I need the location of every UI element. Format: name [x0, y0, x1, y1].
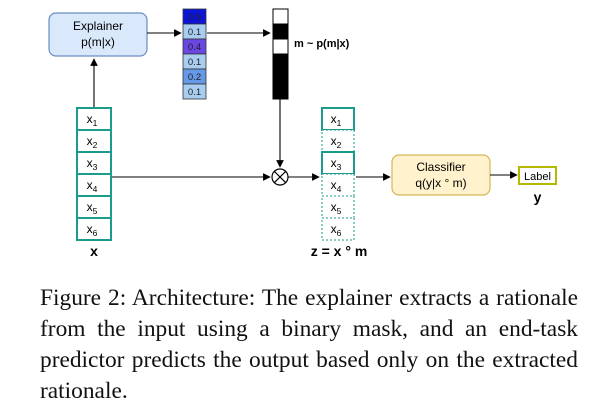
token-subscript: 5 — [337, 206, 342, 216]
token-text: x3 — [87, 156, 98, 172]
token-subscript: 4 — [337, 184, 342, 194]
token-subscript: 5 — [93, 206, 98, 216]
arrows — [90, 29, 518, 181]
token-text: x2 — [331, 134, 342, 150]
token-subscript: 1 — [337, 118, 342, 128]
token-base: x — [87, 222, 93, 236]
probability-value: 0.2 — [188, 72, 201, 83]
token-text: x1 — [331, 112, 342, 128]
token-subscript: 1 — [93, 118, 98, 128]
token-text: x6 — [331, 222, 342, 238]
sampled-mask — [272, 8, 289, 100]
token-text: x4 — [87, 178, 98, 194]
mask-cell — [272, 53, 289, 70]
token-subscript: 3 — [93, 162, 98, 172]
mask-cell — [272, 83, 289, 100]
figure-caption: Figure 2: Architecture: The explainer ex… — [40, 285, 578, 404]
output-box-label: Label — [524, 171, 551, 183]
output-node: Label — [518, 166, 557, 185]
token-base: x — [87, 112, 93, 126]
token-base: x — [87, 134, 93, 148]
classifier-distribution: q(y|x ° m) — [415, 176, 466, 190]
multiply-operator — [271, 168, 289, 186]
token-text: x5 — [87, 200, 98, 216]
token-base: x — [331, 200, 337, 214]
token-base: x — [87, 156, 93, 170]
token-subscript: 6 — [93, 228, 98, 238]
token-subscript: 3 — [337, 162, 342, 172]
token-text: x1 — [87, 112, 98, 128]
token-subscript: 4 — [93, 184, 98, 194]
token-text: x2 — [87, 134, 98, 150]
architecture-diagram: Explainer p(m|x) 0.9 0.1 0.4 0.1 0.2 0.1 m ~ … — [48, 8, 557, 259]
explainer-distribution: p(m|x) — [81, 35, 115, 49]
token-subscript: 2 — [337, 140, 342, 150]
output-label: y — [534, 189, 542, 205]
token-base: x — [331, 112, 337, 126]
mask-cell — [272, 8, 289, 25]
input-token — [76, 217, 112, 241]
rationale-label: z = x ° m — [311, 243, 368, 259]
mask-cell — [272, 23, 289, 40]
input-label: x — [90, 243, 98, 259]
classifier-node: Classifier q(y|x ° m) — [391, 154, 491, 196]
probability-value: 0.9 — [188, 12, 201, 23]
token-base: x — [331, 222, 337, 236]
token-base: x — [87, 200, 93, 214]
probability-value: 0.1 — [188, 87, 201, 98]
mask-probabilities: 0.9 0.1 0.4 0.1 0.2 0.1 — [182, 8, 207, 100]
explainer-title: Explainer — [73, 19, 123, 33]
rationale-token-masked — [321, 217, 355, 241]
mask-cell — [272, 38, 289, 55]
token-base: x — [331, 134, 337, 148]
explainer-node: Explainer p(m|x) — [48, 12, 148, 57]
probability-value: 0.4 — [188, 42, 201, 53]
probability-value: 0.1 — [188, 27, 201, 38]
token-subscript: 6 — [337, 228, 342, 238]
probability-cell — [182, 83, 207, 100]
token-base: x — [331, 178, 337, 192]
token-base: x — [87, 178, 93, 192]
token-text: x3 — [331, 156, 342, 172]
mask-cell — [272, 68, 289, 85]
probability-value: 0.1 — [188, 57, 201, 68]
token-base: x — [331, 156, 337, 170]
token-text: x5 — [331, 200, 342, 216]
token-text: x6 — [87, 222, 98, 238]
token-subscript: 2 — [93, 140, 98, 150]
classifier-title: Classifier — [416, 160, 465, 174]
token-text: x4 — [331, 178, 342, 194]
mask-sampling-label: m ~ p(m|x) — [294, 38, 350, 50]
